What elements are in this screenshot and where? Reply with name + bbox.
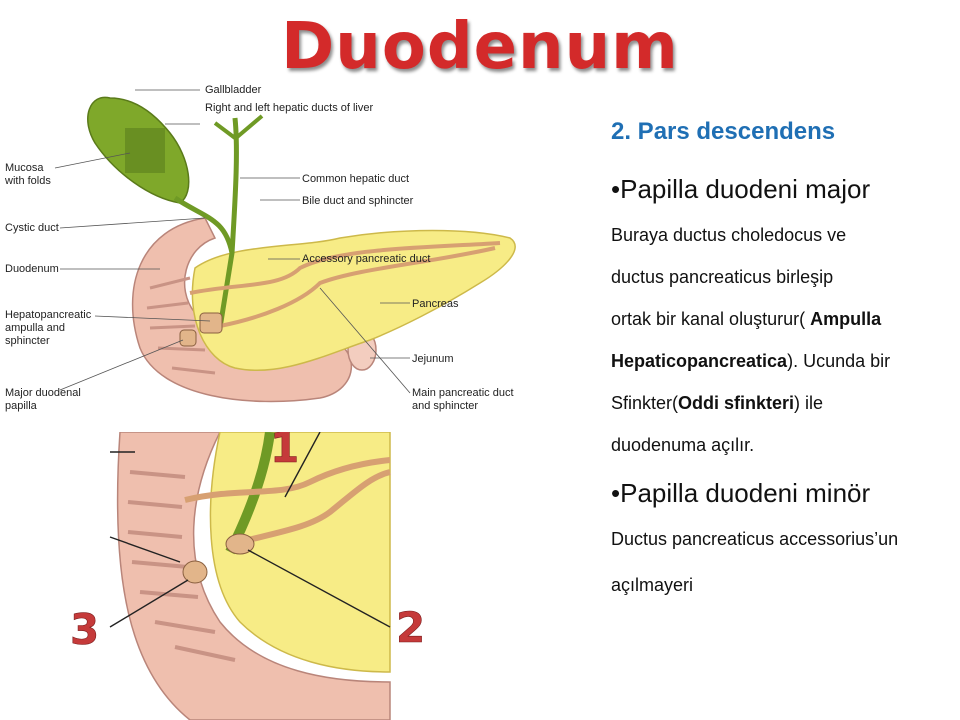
text: açılmayeri bbox=[611, 575, 694, 595]
bold-term: Hepaticopancreatica bbox=[611, 351, 788, 371]
body-line: Ductus pancreaticus accessorius’un bbox=[611, 518, 956, 560]
label-main-pancreatic-duct-1: Main pancreatic duct bbox=[412, 387, 514, 399]
body-line: duodenuma açılır. bbox=[611, 424, 956, 466]
marker-2: 2 bbox=[396, 603, 425, 652]
text: Ductus pancreaticus accessorius’un bbox=[611, 529, 899, 549]
label-duodenum: Duodenum bbox=[5, 263, 59, 275]
label-hepatopancreatic-2: ampulla and bbox=[5, 322, 65, 334]
label-jejunum: Jejunum bbox=[412, 353, 454, 365]
marker-1: 1 bbox=[270, 432, 299, 472]
label-mucosa-1: Mucosa bbox=[5, 162, 44, 174]
label-major-papilla-1: Major duodenal bbox=[5, 387, 81, 399]
label-hepatopancreatic-3: sphincter bbox=[5, 335, 50, 347]
papilla-zoom-figure: 1 2 3 bbox=[70, 432, 426, 720]
text: ductus pancreaticus birleşip bbox=[611, 267, 834, 287]
text: duodenuma açılır. bbox=[611, 435, 755, 455]
label-bile-duct: Bile duct and sphincter bbox=[302, 195, 414, 207]
text-column: 2. Pars descendens •Papilla duodeni majo… bbox=[611, 118, 956, 606]
slide-title: Duodenum bbox=[281, 10, 679, 84]
body-line: Sfinkter(Oddi sfinkteri) ile bbox=[611, 382, 956, 424]
body-line: ortak bir kanal oluşturur( Ampulla bbox=[611, 298, 956, 340]
duodenum-anatomy-figure: Gallbladder Right and left hepatic ducts… bbox=[4, 84, 516, 412]
label-accessory-pancreatic-duct: Accessory pancreatic duct bbox=[302, 253, 430, 265]
label-pancreas: Pancreas bbox=[412, 298, 459, 310]
text: ortak bir kanal oluşturur( bbox=[611, 309, 811, 329]
body-line: açılmayeri bbox=[611, 564, 956, 606]
body-line: Hepaticopancreatica). Ucunda bir bbox=[611, 340, 956, 382]
body-line: Buraya ductus choledocus ve bbox=[611, 214, 956, 256]
label-cystic-duct: Cystic duct bbox=[5, 222, 59, 234]
text: Sfinkter( bbox=[611, 393, 679, 413]
label-major-papilla-2: papilla bbox=[5, 400, 38, 412]
label-hepatopancreatic-1: Hepatopancreatic bbox=[5, 309, 92, 321]
text: ) ile bbox=[794, 393, 824, 413]
marker-3: 3 bbox=[70, 605, 99, 654]
body-line: ductus pancreaticus birleşip bbox=[611, 256, 956, 298]
label-hepatic-ducts: Right and left hepatic ducts of liver bbox=[205, 102, 373, 114]
section-heading: 2. Pars descendens bbox=[611, 118, 836, 145]
bold-term: Ampulla bbox=[810, 309, 882, 329]
bold-term: Oddi sfinkteri bbox=[678, 393, 795, 413]
bullet-papilla-major: •Papilla duodeni major bbox=[611, 174, 871, 204]
label-main-pancreatic-duct-2: and sphincter bbox=[412, 400, 478, 412]
text: Buraya ductus choledocus ve bbox=[611, 225, 847, 245]
text: ). Ucunda bir bbox=[787, 351, 891, 371]
bullet-papilla-minor: •Papilla duodeni minör bbox=[611, 478, 871, 508]
label-gallbladder: Gallbladder bbox=[205, 84, 262, 96]
label-common-hepatic-duct: Common hepatic duct bbox=[302, 173, 409, 185]
pancreas-shape bbox=[191, 229, 516, 372]
label-mucosa-2: with folds bbox=[4, 175, 51, 187]
